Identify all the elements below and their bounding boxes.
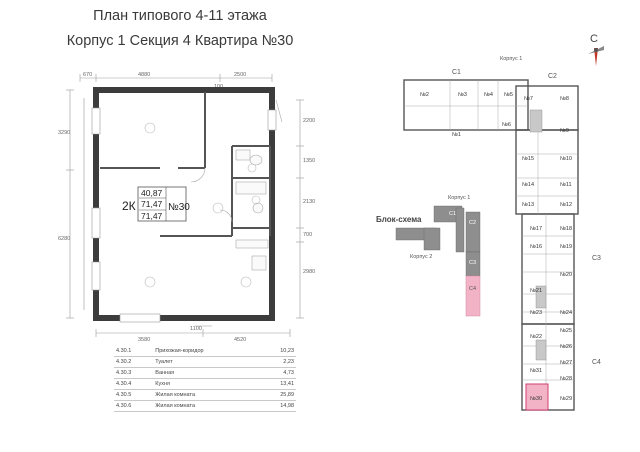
room-code: 4.30.4 (114, 378, 154, 390)
unit-22: №22 (530, 334, 542, 340)
unit-16: №16 (530, 244, 542, 250)
dim-bottom-left: 3580 (138, 337, 150, 343)
apt-total-area: 71,47 (141, 199, 163, 209)
dim-bottom-right: 4520 (234, 337, 246, 343)
room-name: Ванная (153, 367, 260, 379)
room-name: Жилая комната (153, 400, 260, 412)
unit-27: №27 (560, 360, 572, 366)
scheme-title: Блок-схема (376, 215, 422, 224)
dim-left-upper: 3290 (58, 130, 70, 136)
unit-14: №14 (522, 182, 534, 188)
dim-top-left: 670 (83, 72, 92, 78)
unit-6: №6 (502, 122, 511, 128)
dim-right-5: 2980 (303, 269, 315, 275)
room-code: 4.30.6 (114, 400, 154, 412)
unit-25: №25 (560, 328, 572, 334)
block-scheme: Корпус 1 Блок-схема С1 С2 С3 С4 Корпус 2 (376, 195, 481, 317)
unit-23: №23 (530, 310, 542, 316)
unit-19: №19 (560, 244, 572, 250)
room-name: Туалет (153, 356, 260, 368)
page-title: План типового 4-11 этажа (93, 8, 267, 24)
unit-3: №3 (458, 92, 467, 98)
page-subtitle: Корпус 1 Секция 4 Квартира №30 (66, 33, 294, 49)
unit-30: №30 (530, 396, 542, 402)
room-code: 4.30.2 (114, 356, 154, 368)
room-area: 2,23 (259, 356, 296, 368)
room-name: Прихожая-коридор (153, 346, 260, 357)
dim-right-2: 1350 (303, 158, 315, 164)
apt-total-area-2: 71,47 (141, 211, 163, 221)
room-area: 13,41 (259, 378, 296, 390)
compass-icon: С (588, 33, 604, 66)
unit-24: №24 (560, 310, 572, 316)
unit-11: №11 (560, 182, 572, 188)
scheme-c3: С3 (469, 260, 476, 266)
dim-right-3: 2130 (303, 199, 315, 205)
unit-5: №5 (504, 92, 513, 98)
dim-right-1: 2200 (303, 118, 315, 124)
floor-plan: 670 4880 2500 100 3290 6280 2200 1350 21… (58, 72, 315, 343)
unit-9: №9 (560, 128, 569, 134)
unit-7: №7 (524, 96, 533, 102)
unit-21: №21 (530, 288, 542, 294)
room-code: 4.30.1 (114, 346, 154, 357)
unit-17: №17 (530, 226, 542, 232)
unit-1: №1 (452, 132, 461, 138)
unit-18: №18 (560, 226, 572, 232)
dim-left-lower: 6280 (58, 236, 70, 242)
unit-4: №4 (484, 92, 493, 98)
unit-2: №2 (420, 92, 429, 98)
unit-31: №31 (530, 368, 542, 374)
apt-number: №30 (168, 202, 190, 213)
scheme-korpus1: Корпус 1 (448, 195, 470, 201)
unit-10: №10 (560, 156, 572, 162)
unit-8: №8 (560, 96, 569, 102)
unit-26: №26 (560, 344, 572, 350)
unit-29: №29 (560, 396, 572, 402)
room-area: 14,98 (259, 400, 296, 412)
apt-rooms-label: 2К (122, 199, 136, 213)
site-c1: С1 (452, 69, 461, 76)
room-area: 4,73 (259, 367, 296, 379)
room-name: Жилая комната (153, 389, 260, 401)
dim-top-mid: 4880 (138, 72, 150, 78)
dim-right-4: 700 (303, 232, 312, 238)
unit-28: №28 (560, 376, 572, 382)
room-code: 4.30.5 (114, 389, 154, 401)
site-korpus1: Корпус 1 (500, 56, 522, 62)
site-c4: С4 (592, 359, 601, 366)
site-plan: Корпус 1 С1 С2 С3 С4 №2 №3 №4 №5 №1 №6 №… (403, 56, 601, 411)
dim-top-right: 2500 (234, 72, 246, 78)
unit-20: №20 (560, 272, 572, 278)
scheme-c1: С1 (449, 211, 456, 217)
apt-living-area: 40,87 (141, 188, 163, 198)
site-c3: С3 (592, 255, 601, 262)
room-area: 25,89 (259, 389, 296, 401)
site-c2: С2 (548, 73, 557, 80)
scheme-korpus2: Корпус 2 (410, 254, 432, 260)
unit-12: №12 (560, 202, 572, 208)
room-name: Кухня (153, 378, 260, 390)
compass-label: С (590, 33, 598, 45)
dim-bottom-small: 1100 (190, 326, 202, 332)
scheme-c4: С4 (469, 286, 476, 292)
unit-13: №13 (522, 202, 534, 208)
room-code: 4.30.3 (114, 367, 154, 379)
scheme-c2: С2 (469, 220, 476, 226)
room-area: 10,23 (259, 346, 296, 357)
unit-15: №15 (522, 156, 534, 162)
